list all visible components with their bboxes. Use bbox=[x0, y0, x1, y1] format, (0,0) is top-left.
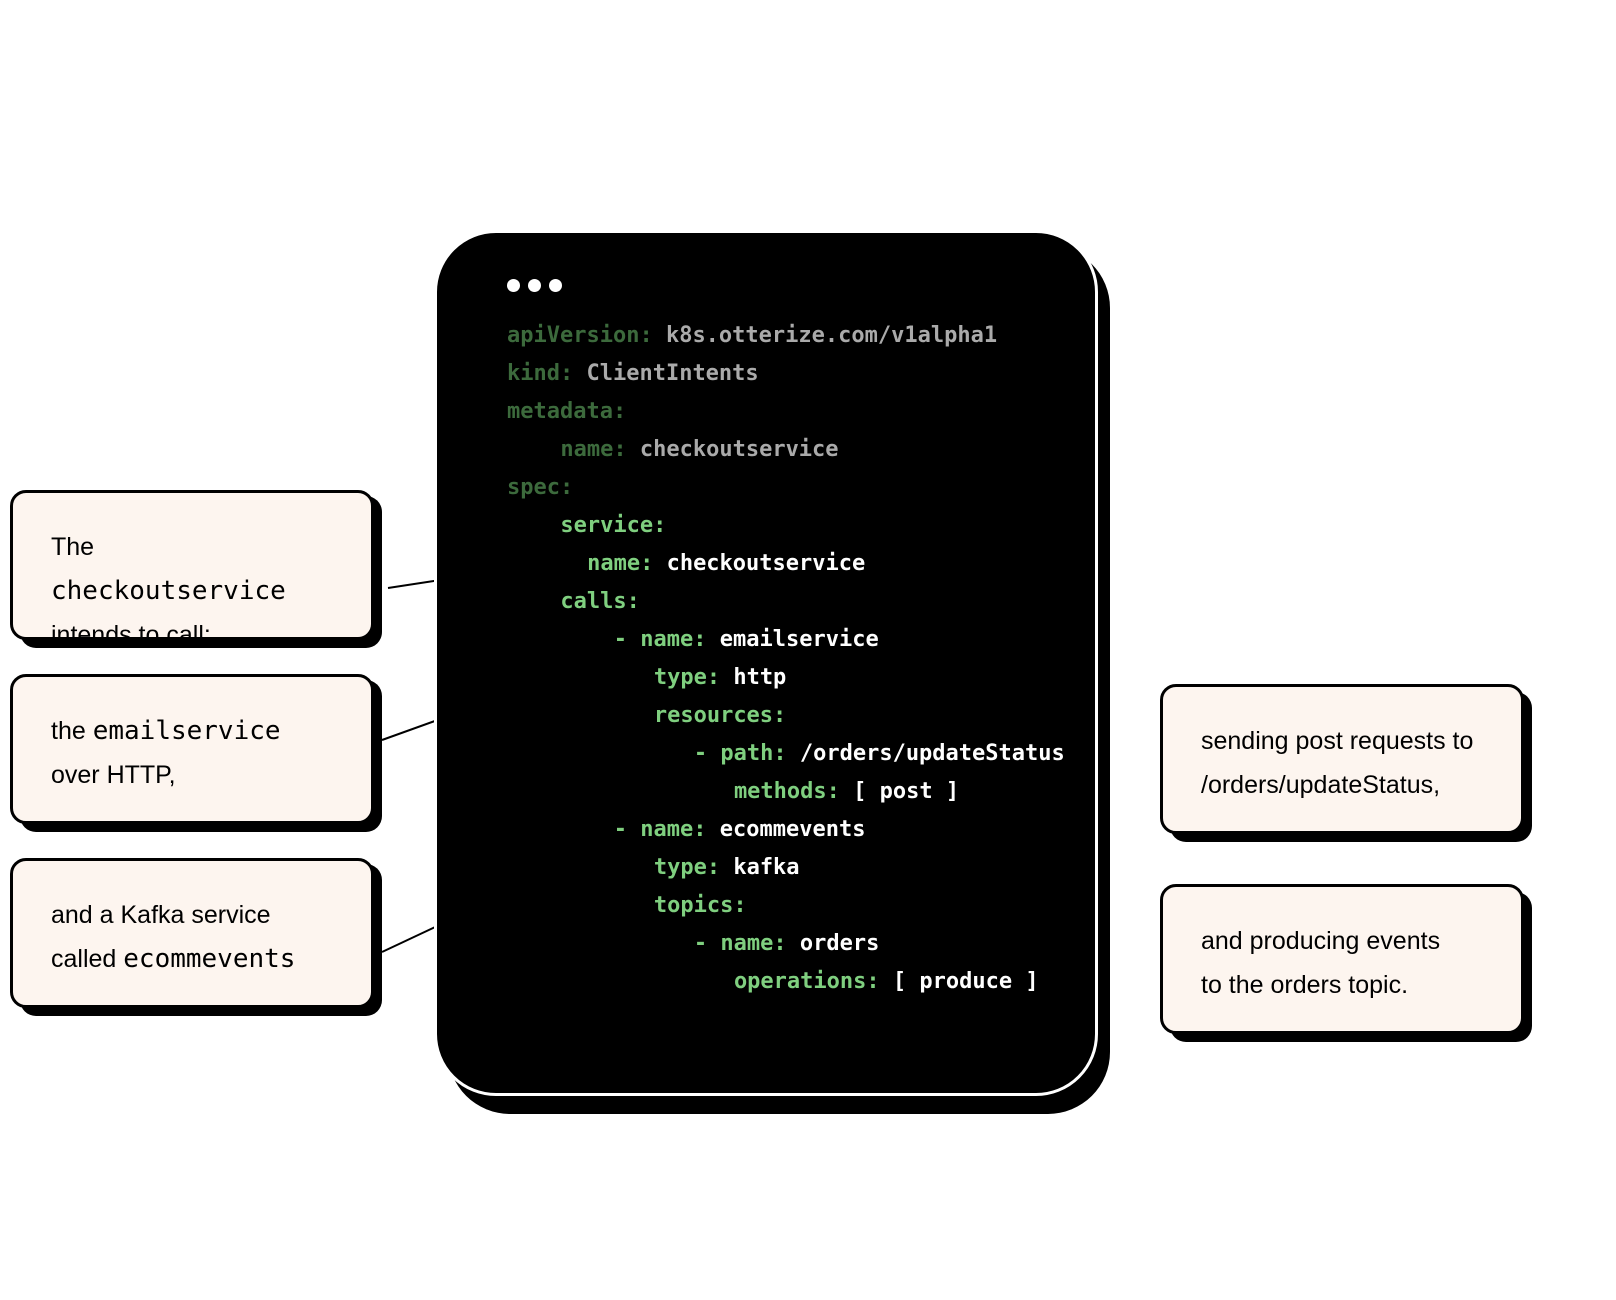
callout-text: intends to call: bbox=[51, 621, 211, 649]
callout-text: to the orders topic. bbox=[1201, 971, 1409, 999]
code-line: type: kafka bbox=[654, 849, 800, 887]
code-line: metadata: bbox=[507, 393, 626, 431]
code-key: type: bbox=[653, 665, 721, 690]
code-line: spec: bbox=[507, 469, 573, 507]
code-line: methods: [ post ] bbox=[734, 773, 959, 811]
callout-orders-topic: and producing events to the orders topic… bbox=[1160, 884, 1524, 1034]
code-line: resources: bbox=[654, 697, 786, 735]
code-value: [ produce ] bbox=[879, 969, 1039, 994]
code-key: service: bbox=[560, 513, 667, 538]
code-value: [ post ] bbox=[839, 779, 960, 804]
code-line: calls: bbox=[560, 583, 639, 621]
callout-code: ecommevents bbox=[123, 944, 296, 974]
code-value: checkoutservice bbox=[653, 551, 866, 576]
code-line: kind: ClientIntents bbox=[507, 355, 759, 393]
code-key: - name: bbox=[613, 627, 707, 652]
code-key: spec: bbox=[507, 475, 574, 500]
callout-code: checkoutservice bbox=[51, 576, 286, 606]
callout-checkoutservice: The checkoutservice intends to call: bbox=[10, 490, 374, 649]
code-key: resources: bbox=[653, 703, 787, 728]
callout-code: emailservice bbox=[92, 716, 281, 746]
callout-text: called bbox=[51, 945, 124, 973]
code-key: methods: bbox=[733, 779, 840, 804]
window-dot-icon bbox=[528, 279, 541, 292]
callout-text: the bbox=[51, 717, 93, 745]
callout-line: the emailservice bbox=[51, 709, 335, 753]
callout-text: /orders/updateStatus, bbox=[1201, 771, 1441, 799]
code-key: - name: bbox=[613, 817, 707, 842]
window-dot-icon bbox=[507, 279, 520, 292]
code-line: type: http bbox=[654, 659, 786, 697]
callout-text: over HTTP, bbox=[51, 761, 176, 789]
callout-text: The bbox=[51, 533, 95, 561]
code-key: name: bbox=[560, 437, 627, 462]
callout-emailservice: the emailservice over HTTP, bbox=[10, 674, 374, 824]
code-line: name: checkoutservice bbox=[560, 431, 838, 469]
code-key: - path: bbox=[693, 741, 787, 766]
code-value: emailservice bbox=[706, 627, 879, 652]
callout-ecommevents: and a Kafka service called ecommevents bbox=[10, 858, 374, 1008]
code-key: operations: bbox=[733, 969, 880, 994]
code-line: apiVersion: k8s.otterize.com/v1alpha1 bbox=[507, 317, 997, 355]
code-value: orders bbox=[786, 931, 880, 956]
code-line: - path: /orders/updateStatus bbox=[694, 735, 1065, 773]
code-value: k8s.otterize.com/v1alpha1 bbox=[652, 323, 998, 348]
window-dots bbox=[507, 279, 562, 292]
callout-text: sending post requests to bbox=[1201, 727, 1474, 755]
code-value: ClientIntents bbox=[573, 361, 759, 386]
code-key: metadata: bbox=[507, 399, 627, 424]
code-line: topics: bbox=[654, 887, 747, 925]
code-value: checkoutservice bbox=[626, 437, 839, 462]
code-key: - name: bbox=[693, 931, 787, 956]
code-line: service: bbox=[560, 507, 666, 545]
code-key: type: bbox=[653, 855, 721, 880]
code-value: kafka bbox=[720, 855, 800, 880]
code-key: name: bbox=[587, 551, 654, 576]
code-key: apiVersion: bbox=[507, 323, 653, 348]
callout-line: The checkoutservice bbox=[51, 525, 335, 613]
code-value: /orders/updateStatus bbox=[786, 741, 1065, 766]
code-line: operations: [ produce ] bbox=[734, 963, 1039, 1001]
code-line: - name: emailservice bbox=[614, 621, 879, 659]
code-line: name: checkoutservice bbox=[587, 545, 865, 583]
code-key: topics: bbox=[653, 893, 747, 918]
callout-update-status: sending post requests to /orders/updateS… bbox=[1160, 684, 1524, 834]
window-dot-icon bbox=[549, 279, 562, 292]
callout-line: called ecommevents bbox=[51, 937, 335, 981]
callout-text: and producing events bbox=[1201, 927, 1441, 955]
callout-text: and a Kafka service bbox=[51, 901, 271, 929]
code-line: - name: ecommevents bbox=[614, 811, 866, 849]
code-key: kind: bbox=[507, 361, 574, 386]
code-value: http bbox=[720, 665, 787, 690]
code-value: ecommevents bbox=[706, 817, 866, 842]
code-key: calls: bbox=[560, 589, 640, 614]
code-line: - name: orders bbox=[694, 925, 879, 963]
